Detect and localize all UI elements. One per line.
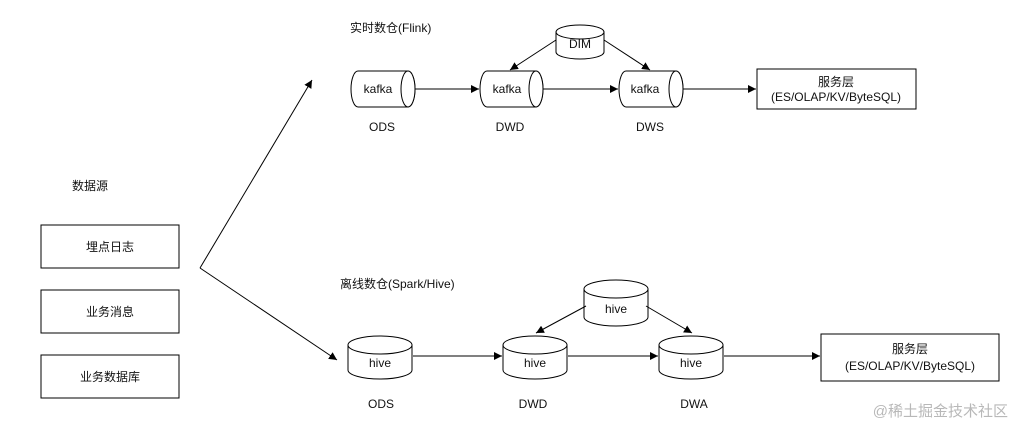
source-label-business-db: 业务数据库 xyxy=(80,369,140,384)
offline-ods-node: hive xyxy=(347,335,413,380)
offline-layer-dwd: DWD xyxy=(519,397,548,411)
realtime-dim-label: DIM xyxy=(569,37,591,51)
offline-dim-label: hive xyxy=(605,302,627,316)
source-box-tracking-log xyxy=(40,224,180,269)
arrow-offline-dim-dwa xyxy=(645,305,693,334)
realtime-dws-queue-label: kafka xyxy=(631,82,660,96)
offline-service-title: 服务层 xyxy=(892,341,928,356)
realtime-dwd-node: kafka xyxy=(479,70,544,108)
offline-dwa-node: hive xyxy=(658,335,724,380)
realtime-service-sub: (ES/OLAP/KV/ByteSQL) xyxy=(771,90,901,104)
realtime-dws-node: kafka xyxy=(618,70,684,108)
offline-service-sub: (ES/OLAP/KV/ByteSQL) xyxy=(845,359,975,373)
realtime-dwd-queue-label: kafka xyxy=(493,82,522,96)
offline-title: 离线数仓(Spark/Hive) xyxy=(340,276,455,291)
realtime-dim-node: DIM xyxy=(555,24,605,60)
offline-service-box xyxy=(820,333,1000,382)
realtime-ods-queue-label: kafka xyxy=(364,82,393,96)
source-box-business-message xyxy=(40,289,180,334)
realtime-service-box xyxy=(756,68,917,110)
watermark-text: @稀土掘金技术社区 xyxy=(873,403,1008,420)
realtime-layer-dws: DWS xyxy=(636,120,664,134)
realtime-ods-node: kafka xyxy=(350,70,416,108)
offline-dwd-table-label: hive xyxy=(524,356,546,370)
arrow-offline-dim-dwd xyxy=(535,305,587,334)
source-label-tracking-log: 埋点日志 xyxy=(86,240,134,254)
arrow-to-realtime xyxy=(199,79,313,269)
arrow-to-offline xyxy=(199,267,338,361)
arrow-realtime-dim-dwd xyxy=(509,39,557,71)
source-label-business-message: 业务消息 xyxy=(86,304,134,319)
offline-dwd-node: hive xyxy=(502,335,568,380)
offline-dim-node: hive xyxy=(583,279,649,327)
source-title: 数据源 xyxy=(72,178,108,193)
realtime-layer-ods: ODS xyxy=(369,120,395,134)
offline-layer-dwa: DWA xyxy=(680,397,708,411)
realtime-title: 实时数仓(Flink) xyxy=(350,20,431,35)
offline-layer-ods: ODS xyxy=(368,397,394,411)
offline-dwa-table-label: hive xyxy=(680,356,702,370)
offline-ods-table-label: hive xyxy=(369,356,391,370)
source-box-business-db xyxy=(40,354,180,399)
realtime-service-title: 服务层 xyxy=(818,74,854,89)
realtime-layer-dwd: DWD xyxy=(496,120,525,134)
arrow-realtime-dim-dws xyxy=(603,39,651,71)
